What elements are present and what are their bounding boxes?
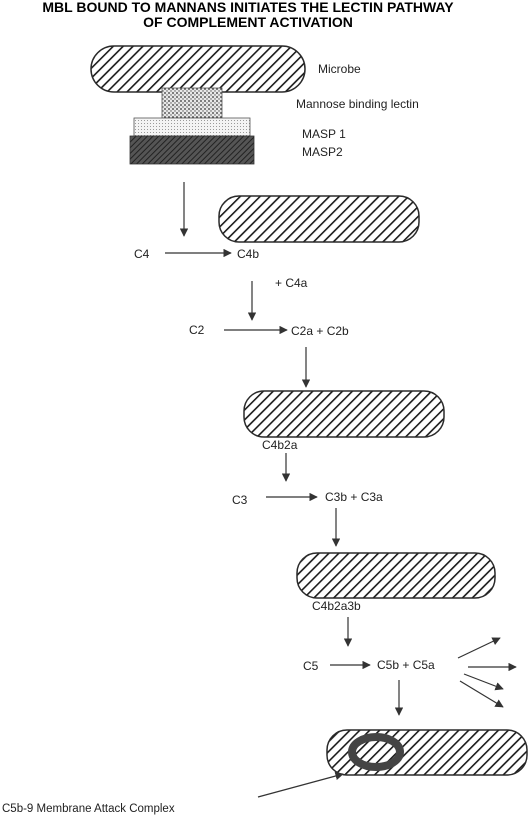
masp1-shape [133, 117, 251, 137]
diagram-title-line2: OF COMPLEMENT ACTIVATION [143, 14, 353, 30]
c5-label: C5 [303, 659, 319, 673]
masp2-label: MASP2 [302, 145, 343, 159]
c2-label: C2 [189, 323, 205, 337]
mbl-label: Mannose binding lectin [296, 97, 419, 111]
mbl-shape [161, 87, 223, 119]
microbe-label: Microbe [318, 62, 361, 76]
c5a-arrow-1 [457, 637, 501, 659]
c3b-c3a-label: C3b + C3a [325, 490, 383, 504]
c4a-label: + C4a [275, 276, 308, 290]
c3-label: C3 [232, 493, 248, 507]
membrane-c4b2a3b [296, 552, 496, 599]
c2a-c2b-label: C2a + C2b [291, 324, 349, 338]
membrane-c4b [218, 195, 420, 243]
c4b-label: C4b [237, 247, 259, 261]
diagram-title-line1: MBL BOUND TO MANNANS INITIATES THE LECTI… [42, 0, 454, 15]
masp1-label: MASP 1 [302, 127, 346, 141]
microbe-shape [90, 45, 306, 93]
c5b-c5a-label: C5b + C5a [377, 658, 435, 672]
c4b2a3b-label: C4b2a3b [312, 599, 361, 613]
mac-label: C5b-9 Membrane Attack Complex [2, 803, 175, 815]
membrane-attack-complex-ring [348, 733, 404, 771]
masp2-shape [129, 135, 255, 165]
c4b2a-label: C4b2a [262, 438, 298, 452]
c4-label: C4 [134, 247, 150, 261]
mac-pointer-arrow [257, 771, 344, 798]
c5a-arrow-3 [463, 673, 504, 691]
membrane-c4b2a [243, 390, 445, 438]
c5a-arrow-4 [459, 680, 504, 708]
